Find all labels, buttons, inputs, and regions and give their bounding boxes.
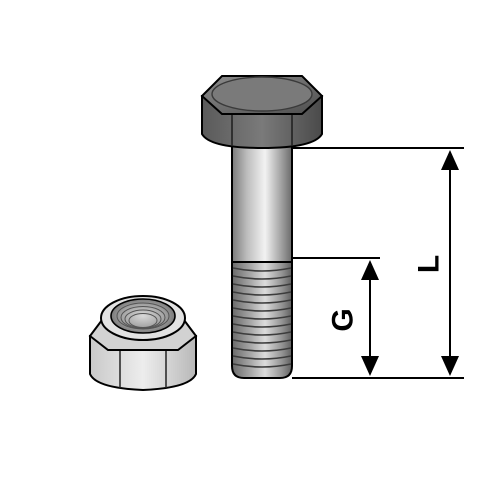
bolt-head: [200, 75, 324, 150]
thread-label: G: [327, 308, 360, 331]
thread-ridge: [232, 347, 292, 352]
thread-ridge: [232, 355, 292, 360]
thread-ridge: [232, 363, 292, 368]
arrowhead-g-top: [361, 260, 379, 280]
bolt: [200, 75, 324, 379]
thread-ridge: [232, 339, 292, 344]
arrowhead-g-bottom: [361, 356, 379, 376]
thread-ridge: [232, 331, 292, 336]
thread-ridge: [232, 291, 292, 296]
thread-ridge: [232, 299, 292, 304]
bolt-shank: [231, 139, 293, 263]
length-dimension: L: [413, 150, 459, 376]
nut-thread-ring: [128, 313, 158, 328]
thread-ridge: [232, 323, 292, 328]
arrowhead-l-bottom: [441, 356, 459, 376]
thread-ridge: [232, 275, 292, 280]
thread-dimension: G: [327, 260, 379, 376]
length-label: L: [413, 255, 446, 273]
thread-ridge: [232, 283, 292, 288]
lock-nut: [88, 295, 198, 392]
thread-ridge: [232, 307, 292, 312]
arrowhead-l-top: [441, 150, 459, 170]
thread-ridge: [232, 267, 292, 272]
dimension-lines: [292, 147, 464, 379]
thread-ridge: [232, 315, 292, 320]
bolt-thread: [231, 261, 293, 379]
